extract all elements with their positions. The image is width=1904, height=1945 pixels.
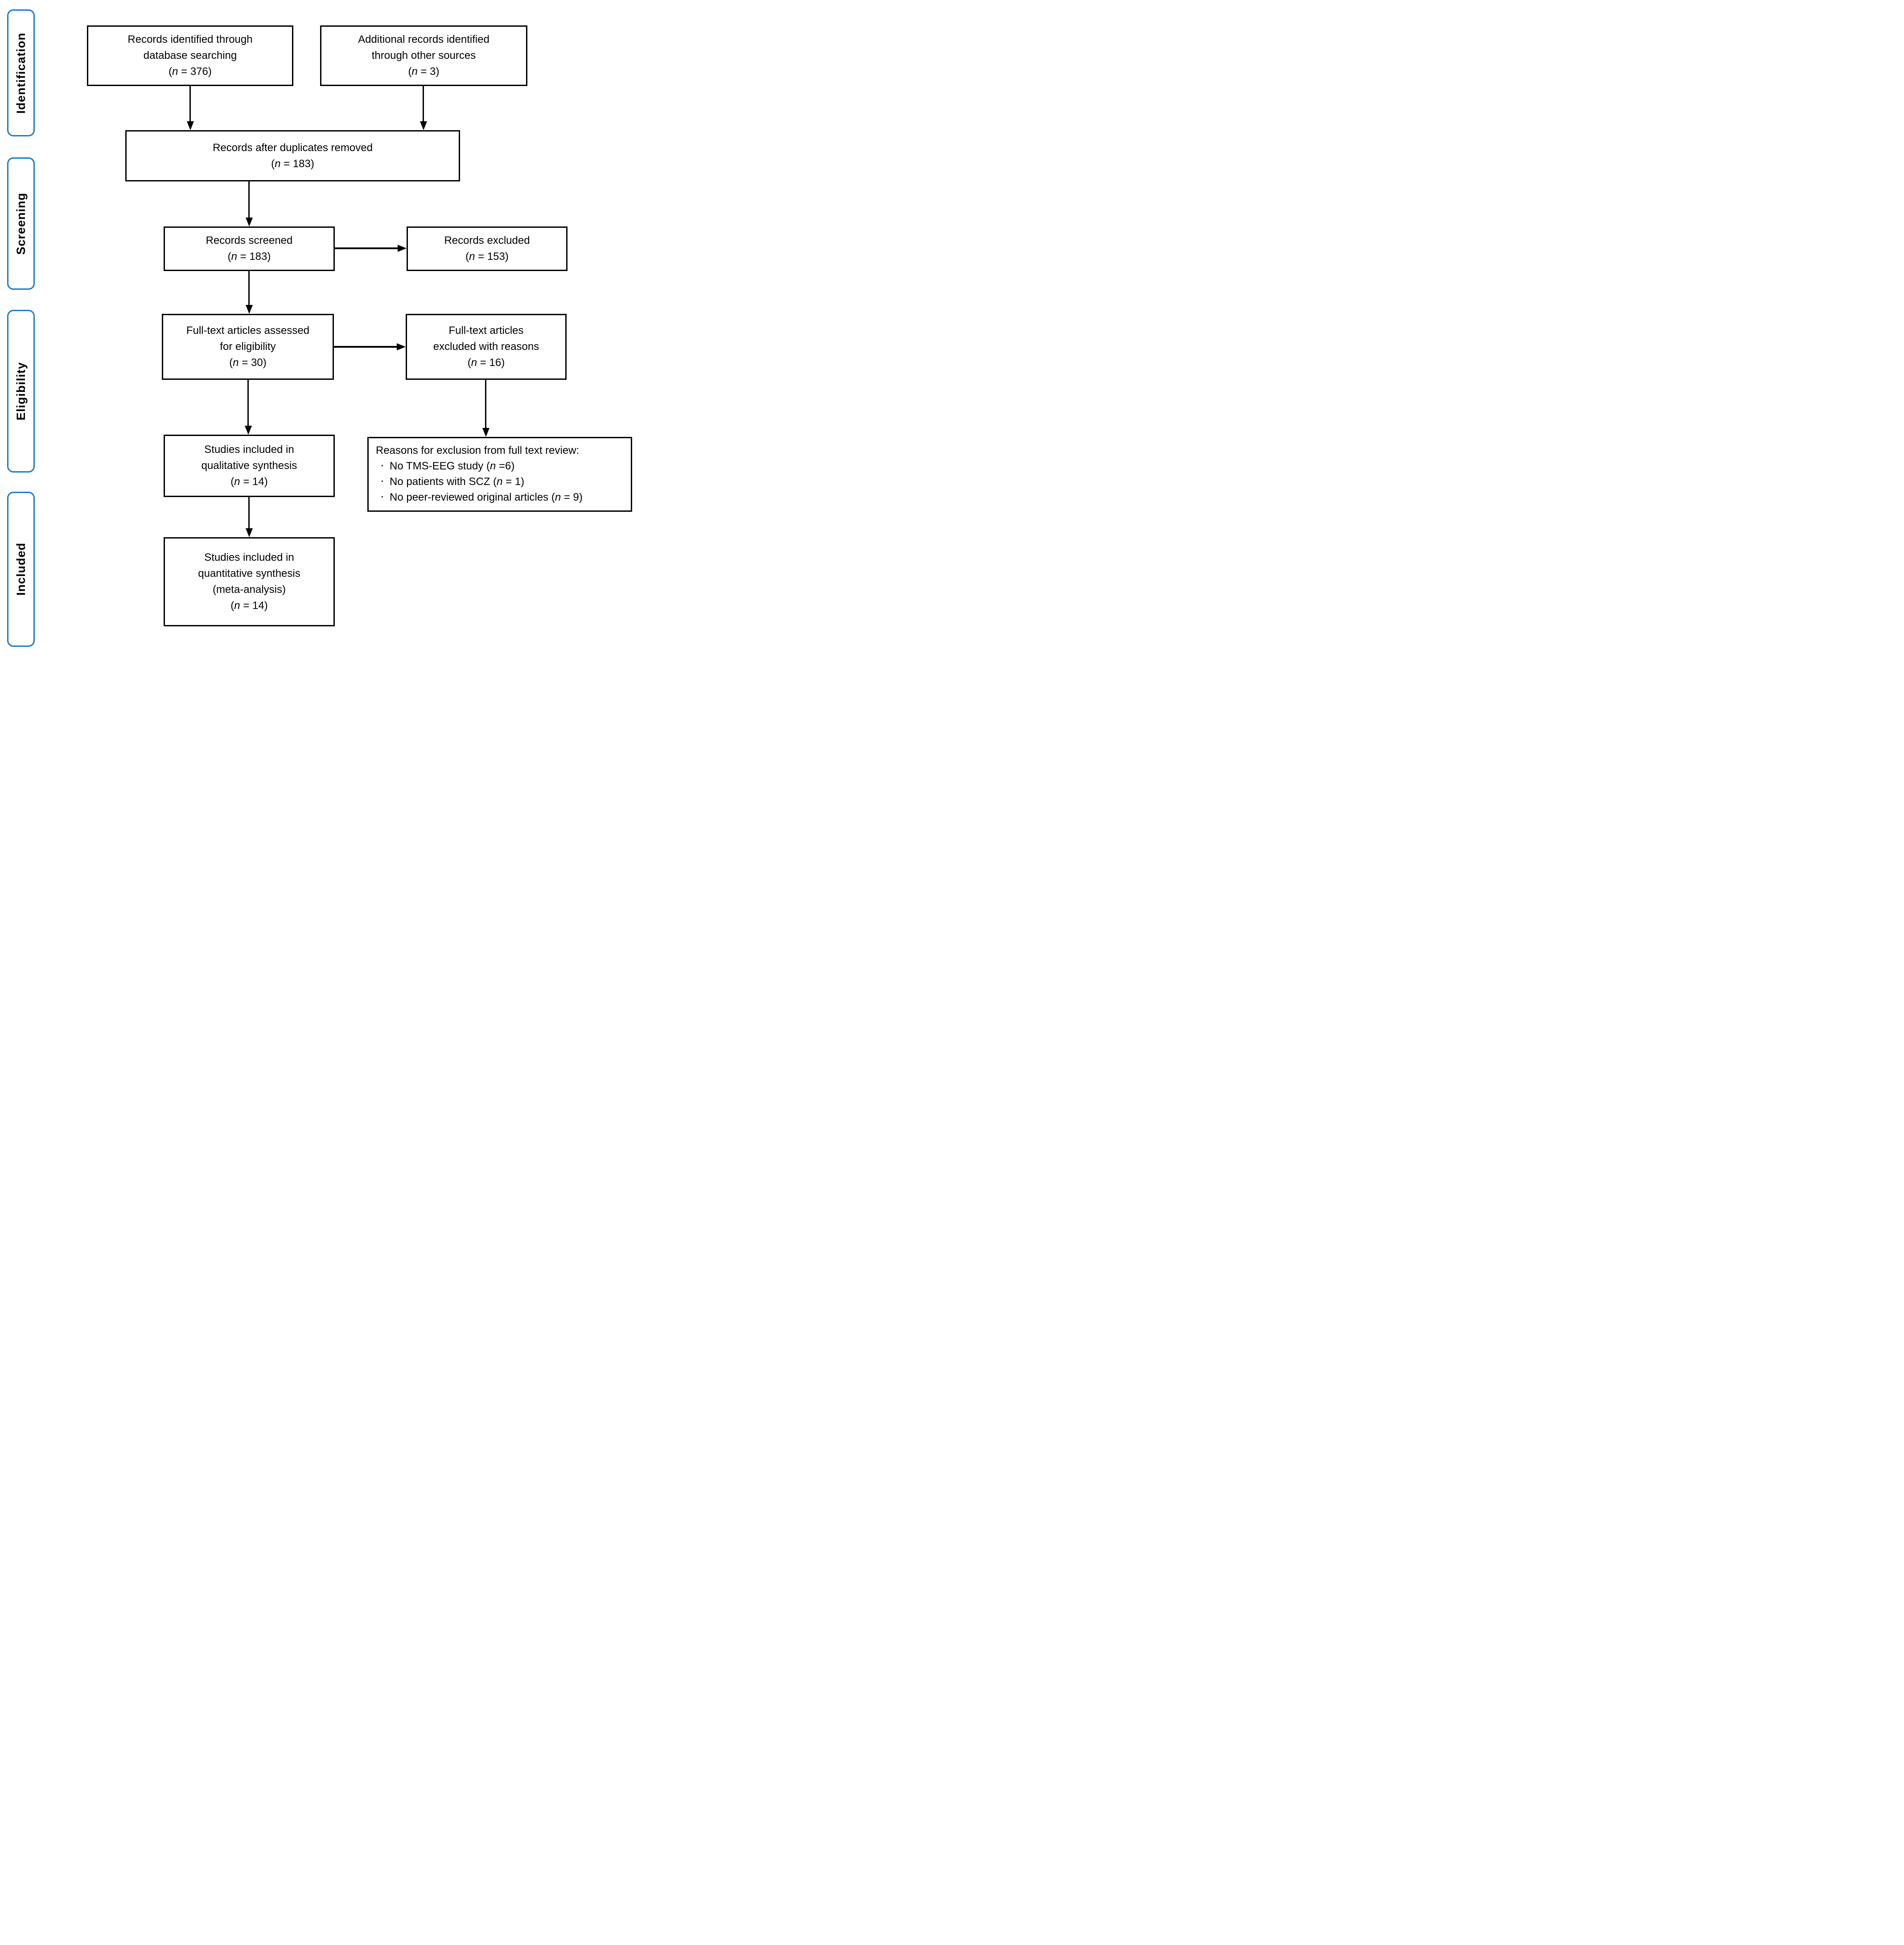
arrow-qualitative-to-quantitative	[248, 497, 250, 529]
stage-eligibility: Eligibility	[7, 310, 35, 473]
box-qualitative-line2: qualitative synthesis	[201, 460, 297, 472]
arrowhead-excluded-to-reasons	[482, 428, 489, 437]
box-quantitative: Studies included in quantitative synthes…	[164, 537, 335, 626]
box-fulltext-assessed-line2: for eligibility	[220, 341, 276, 353]
box-records-excluded: Records excluded (n = 153)	[407, 226, 567, 271]
box-records-identified-line1: Records identified through	[127, 33, 253, 45]
arrow-screened-to-excluded	[335, 247, 398, 249]
box-quantitative-line3: (meta-analysis)	[212, 584, 286, 596]
box-fulltext-excluded-line2: excluded with reasons	[433, 341, 539, 353]
box-fulltext-excluded: Full-text articles excluded with reasons…	[406, 314, 567, 380]
box-additional-records-count: (n = 3)	[408, 66, 440, 78]
box-records-screened: Records screened (n = 183)	[164, 226, 335, 271]
arrowhead-identified-to-duplicates	[187, 121, 194, 130]
box-records-screened-line1: Records screened	[206, 234, 293, 247]
box-after-duplicates: Records after duplicates removed (n = 18…	[125, 130, 460, 181]
arrow-duplicates-to-screened	[248, 181, 250, 218]
box-records-identified: Records identified through database sear…	[87, 25, 293, 86]
stage-identification: Identification	[7, 9, 35, 136]
prisma-flow-diagram: Identification Screening Eligibility Inc…	[0, 0, 635, 648]
bullet-dot-icon: ・	[379, 478, 386, 485]
exclusion-reason-item: ・No patients with SCZ (n = 1)	[379, 476, 525, 488]
box-exclusion-reasons: Reasons for exclusion from full text rev…	[367, 437, 632, 512]
arrowhead-screened-to-fulltext	[246, 305, 253, 314]
arrow-screened-to-fulltext	[248, 271, 250, 305]
box-additional-records: Additional records identified through ot…	[320, 25, 527, 86]
box-records-identified-line2: database searching	[143, 49, 237, 62]
arrowhead-duplicates-to-screened	[246, 218, 253, 226]
box-records-identified-count: (n = 376)	[169, 66, 212, 78]
arrowhead-fulltext-to-qualitative	[245, 426, 252, 435]
bullet-dot-icon: ・	[379, 462, 386, 470]
arrowhead-fulltext-to-excluded	[397, 343, 406, 350]
box-fulltext-assessed-line1: Full-text articles assessed	[186, 325, 310, 337]
box-qualitative-count: (n = 14)	[230, 476, 268, 488]
arrow-identified-to-duplicates	[189, 86, 191, 123]
arrow-fulltext-to-excluded	[334, 346, 397, 348]
box-after-duplicates-count: (n = 183)	[271, 157, 314, 170]
arrowhead-screened-to-excluded	[398, 245, 407, 252]
box-fulltext-excluded-count: (n = 16)	[467, 357, 505, 369]
stage-screening-label: Screening	[14, 192, 28, 255]
stage-identification-label: Identification	[14, 32, 28, 114]
box-fulltext-assessed-count: (n = 30)	[229, 357, 267, 369]
exclusion-reasons-title: Reasons for exclusion from full text rev…	[376, 444, 580, 457]
exclusion-reason-item: ・No peer-reviewed original articles (n =…	[379, 491, 583, 503]
arrowhead-additional-to-duplicates	[420, 121, 427, 130]
arrowhead-qualitative-to-quantitative	[246, 528, 253, 537]
box-quantitative-line1: Studies included in	[204, 551, 294, 563]
box-records-screened-count: (n = 183)	[227, 251, 271, 263]
box-quantitative-line2: quantitative synthesis	[198, 567, 300, 580]
arrow-excluded-to-reasons	[485, 380, 486, 428]
box-quantitative-count: (n = 14)	[230, 600, 268, 612]
box-fulltext-assessed: Full-text articles assessed for eligibil…	[162, 314, 334, 380]
stage-included-label: Included	[14, 543, 28, 596]
box-qualitative: Studies included in qualitative synthesi…	[164, 435, 335, 497]
box-after-duplicates-line1: Records after duplicates removed	[213, 141, 373, 154]
stage-eligibility-label: Eligibility	[14, 362, 28, 420]
arrow-additional-to-duplicates	[423, 86, 424, 123]
box-records-excluded-line1: Records excluded	[444, 234, 530, 247]
box-records-excluded-count: (n = 153)	[465, 251, 509, 263]
exclusion-reason-item: ・No TMS-EEG study (n =6)	[379, 460, 515, 473]
box-fulltext-excluded-line1: Full-text articles	[448, 325, 524, 337]
box-qualitative-line1: Studies included in	[204, 444, 294, 456]
stage-included: Included	[7, 492, 35, 647]
box-additional-records-line2: through other sources	[371, 49, 476, 62]
stage-screening: Screening	[7, 157, 35, 290]
arrow-fulltext-to-qualitative	[247, 380, 249, 426]
bullet-dot-icon: ・	[379, 493, 386, 501]
box-additional-records-line1: Additional records identified	[358, 33, 489, 45]
